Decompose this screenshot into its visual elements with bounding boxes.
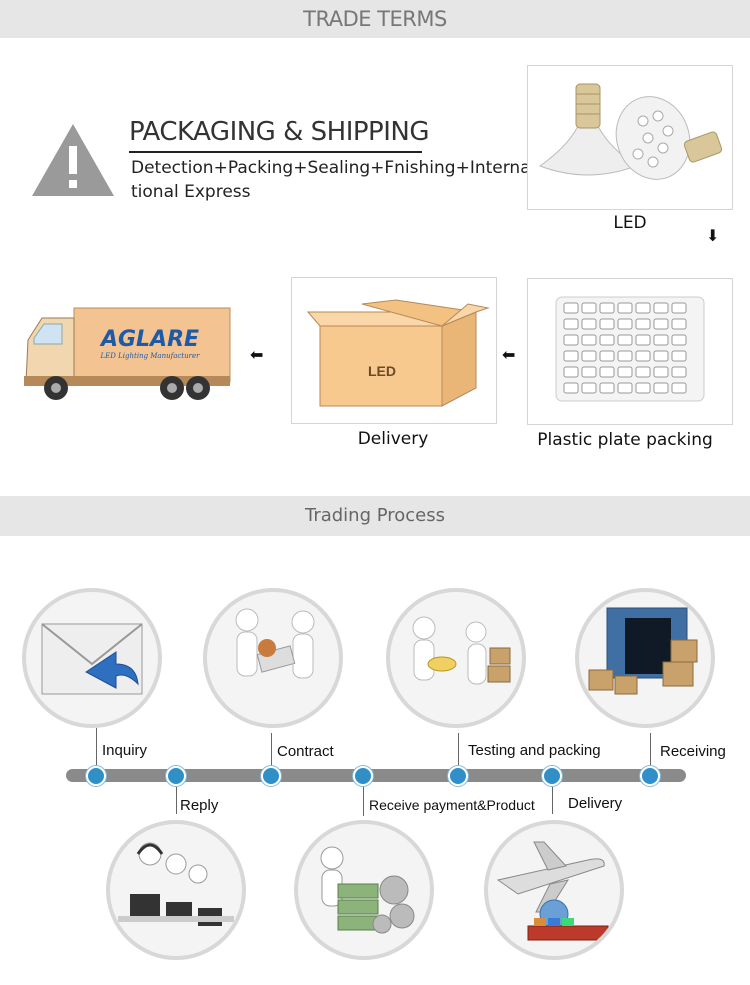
plastic-tray-icon — [555, 296, 705, 402]
connector-line — [176, 776, 177, 814]
airplane-ship-icon — [496, 841, 609, 941]
step-contract: Contract — [277, 743, 334, 760]
arrow-left-icon-2: ⬅ — [250, 347, 264, 364]
arrow-down-icon: ⬇ — [706, 228, 720, 245]
trade-terms-banner: TRADE TERMS — [0, 0, 750, 38]
step-receive-payment: Receive payment&Product — [369, 797, 535, 813]
inquiry-circle — [22, 588, 162, 728]
timeline-dot-payment — [353, 766, 373, 786]
testing-circle — [386, 588, 526, 728]
container-boxes-icon — [588, 607, 698, 695]
reply-circle — [106, 820, 246, 960]
connector-line — [271, 733, 272, 776]
packaging-description: Detection+Packing+Sealing+Fnishing+Inter… — [131, 156, 537, 204]
arrow-left-icon: ⬅ — [502, 347, 516, 364]
magnifier-worker-icon — [412, 616, 511, 685]
step-receiving: Receiving — [660, 743, 726, 760]
warning-icon — [32, 124, 114, 196]
timeline-dot-receiving — [640, 766, 660, 786]
title-underline — [129, 151, 422, 153]
people-handshake-icon — [235, 608, 315, 679]
call-center-icon — [118, 842, 234, 926]
payment-circle — [294, 820, 434, 960]
step-inquiry: Inquiry — [102, 742, 148, 759]
trading-process-banner: Trading Process — [0, 496, 750, 536]
led-caption: LED — [613, 213, 647, 233]
delivery-caption: Delivery — [357, 429, 429, 449]
step-testing-packing: Testing and packing — [468, 742, 601, 759]
packaging-title: PACKAGING & SHIPPING — [129, 117, 429, 147]
plastic-plate-photo — [527, 278, 733, 425]
delivery-circle — [484, 820, 624, 960]
led-bulb-icon — [538, 83, 723, 180]
receiving-circle — [575, 588, 715, 728]
money-gears-icon — [320, 846, 415, 934]
email-icon — [41, 623, 143, 695]
connector-line — [552, 776, 553, 814]
connector-line — [363, 776, 364, 816]
timeline-dot-contract — [261, 766, 281, 786]
connector-line — [650, 733, 651, 776]
contract-circle — [203, 588, 343, 728]
timeline-dot-inquiry — [86, 766, 106, 786]
timeline-dot-delivery — [542, 766, 562, 786]
description-line-2: tional Express — [131, 182, 251, 202]
timeline-dot-testing — [448, 766, 468, 786]
delivery-truck-icon: AGLARE LED Lighting Manufacturer — [24, 307, 231, 400]
box-label: LED — [368, 363, 396, 379]
connector-line — [458, 733, 459, 776]
timeline-dot-reply — [166, 766, 186, 786]
process-timeline — [66, 769, 686, 782]
truck-tagline: LED Lighting Manufacturer — [100, 352, 201, 360]
description-line-1: Detection+Packing+Sealing+Fnishing+Inter… — [131, 158, 537, 178]
truck-brand: AGLARE — [99, 327, 199, 352]
cardboard-box-icon: LED — [306, 299, 490, 407]
delivery-box-photo: LED — [291, 277, 497, 424]
plastic-plate-caption: Plastic plate packing — [537, 430, 713, 450]
step-delivery: Delivery — [568, 795, 623, 812]
connector-line — [96, 728, 97, 776]
led-photo — [527, 65, 733, 210]
step-reply: Reply — [180, 797, 219, 814]
